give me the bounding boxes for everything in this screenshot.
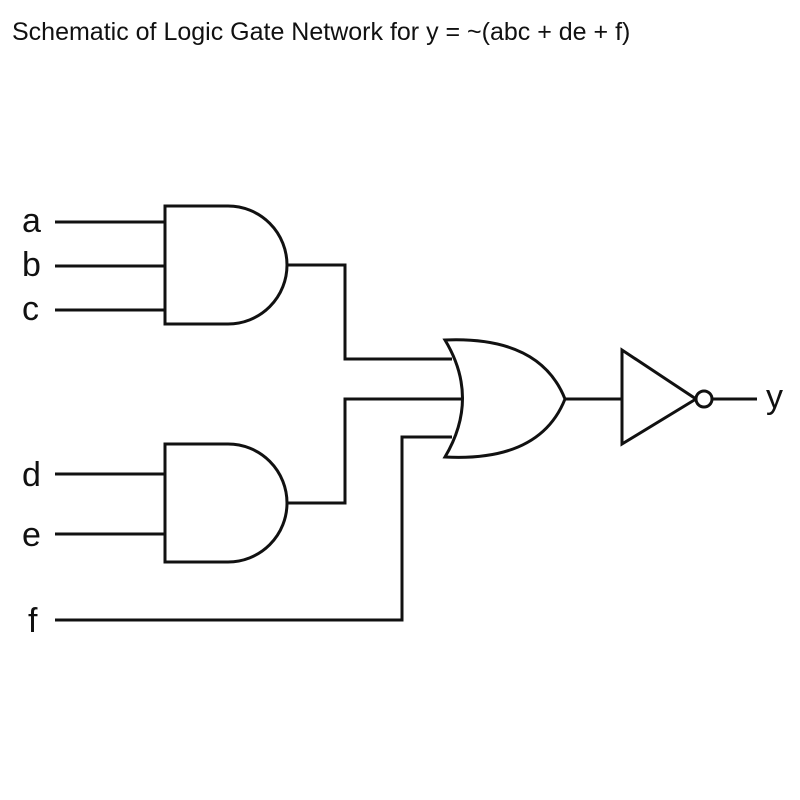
wire-f	[55, 435, 452, 622]
and-gate-de	[163, 442, 289, 564]
output-label-y: y	[766, 378, 783, 416]
inversion-bubble	[694, 389, 714, 409]
and-gate-abc	[163, 204, 289, 326]
input-label-b: b	[22, 246, 41, 284]
diagram-title: Schematic of Logic Gate Network for y = …	[12, 18, 630, 46]
input-label-a: a	[22, 202, 41, 240]
input-label-c: c	[22, 290, 39, 328]
not-gate	[620, 347, 699, 447]
or-gate	[442, 338, 567, 459]
wire-and-abc-to-or	[287, 263, 452, 361]
input-label-f: f	[28, 602, 38, 640]
wire-and-de-to-or	[287, 397, 462, 505]
input-label-e: e	[22, 516, 41, 554]
input-label-d: d	[22, 456, 41, 494]
